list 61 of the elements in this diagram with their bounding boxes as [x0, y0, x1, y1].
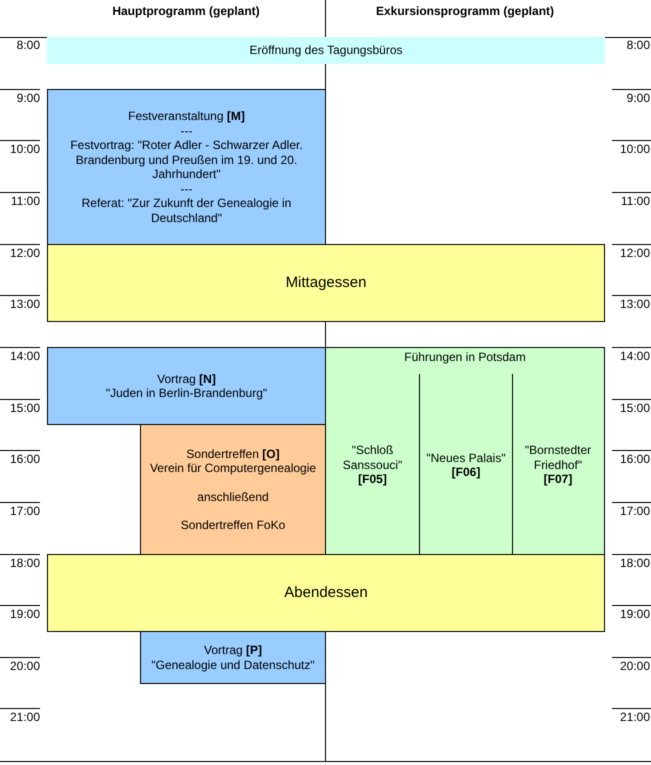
- time-label: 9:00: [0, 89, 40, 105]
- time-label: 11:00: [612, 192, 651, 208]
- event-block: [140, 424, 326, 555]
- event-title: Vortrag [P]: [204, 643, 262, 658]
- event-title: Mittagessen: [286, 276, 366, 290]
- event-text: [F05]: [358, 472, 387, 487]
- event-title: Abendessen: [284, 586, 368, 600]
- time-label: 15:00: [612, 399, 651, 415]
- event-title: Festveranstaltung [M]: [128, 109, 245, 124]
- time-label: 19:00: [0, 605, 40, 621]
- excursion-block: [325, 347, 605, 555]
- time-label: 18:00: [0, 554, 40, 570]
- time-label: 16:00: [612, 450, 651, 466]
- event-text: [F06]: [452, 465, 480, 480]
- time-label: 10:00: [612, 140, 651, 156]
- event-title: Eröffnung des Tagungsbüros: [249, 43, 402, 58]
- event-text: Sondertreffen FoKo: [180, 518, 286, 532]
- column-header: Hauptprogramm (geplant): [112, 4, 260, 18]
- time-label: 20:00: [612, 657, 651, 673]
- event-title: Führungen in Potsdam: [404, 350, 526, 364]
- time-label: 21:00: [0, 708, 40, 724]
- time-label: 8:00: [626, 37, 651, 52]
- time-label: 11:00: [0, 192, 40, 208]
- time-label: 18:00: [612, 554, 651, 570]
- event-block: [140, 631, 326, 684]
- time-label: 16:00: [0, 450, 40, 466]
- meal-block: [47, 554, 605, 632]
- event-title: "Neues Palais": [426, 450, 506, 465]
- event-text: anschließend: [197, 490, 269, 504]
- event-title: "Bornstedter Friedhof": [524, 443, 592, 472]
- event-text: ---: [180, 182, 192, 196]
- time-label: 10:00: [0, 140, 40, 156]
- time-label: 8:00: [16, 37, 40, 52]
- time-label: 17:00: [0, 502, 40, 518]
- time-label: 14:00: [612, 347, 651, 363]
- time-label: 12:00: [0, 244, 40, 260]
- time-label: 21:00: [612, 708, 651, 724]
- time-label: 15:00: [0, 399, 40, 415]
- event-block: [47, 347, 326, 425]
- event-text: ---: [180, 124, 192, 138]
- event-title: "Schloß Sanssouci": [342, 443, 404, 472]
- time-label: 20:00: [0, 657, 40, 673]
- event-text: Festvortrag: "Roter Adler - Schwarzer Adler. Brandenburg und Preußen im 19. und 20. Jahrhundert": [69, 138, 304, 182]
- event-block: [47, 89, 326, 245]
- event-text: Verein für Computergenealogie: [150, 461, 316, 476]
- meal-block: [47, 244, 605, 322]
- event-block: [47, 37, 605, 64]
- event-text: Referat: "Zur Zukunft der Genealogie in Deutschland": [80, 196, 292, 225]
- event-text: "Genealogie und Datenschutz": [151, 658, 315, 672]
- event-text: "Juden in Berlin-Brandenburg": [106, 386, 268, 400]
- time-label: 12:00: [612, 244, 651, 260]
- event-title: Sondertreffen [O]: [186, 446, 280, 461]
- time-label: 14:00: [0, 347, 40, 363]
- column-header: Exkursionsprogramm (geplant): [376, 4, 554, 18]
- event-text: [F07]: [544, 472, 572, 487]
- time-label: 9:00: [612, 89, 651, 105]
- time-label: 13:00: [612, 295, 651, 311]
- event-title: Vortrag [N]: [157, 372, 216, 386]
- time-label: 17:00: [612, 502, 651, 518]
- time-label: 13:00: [0, 295, 40, 311]
- time-label: 19:00: [612, 605, 651, 621]
